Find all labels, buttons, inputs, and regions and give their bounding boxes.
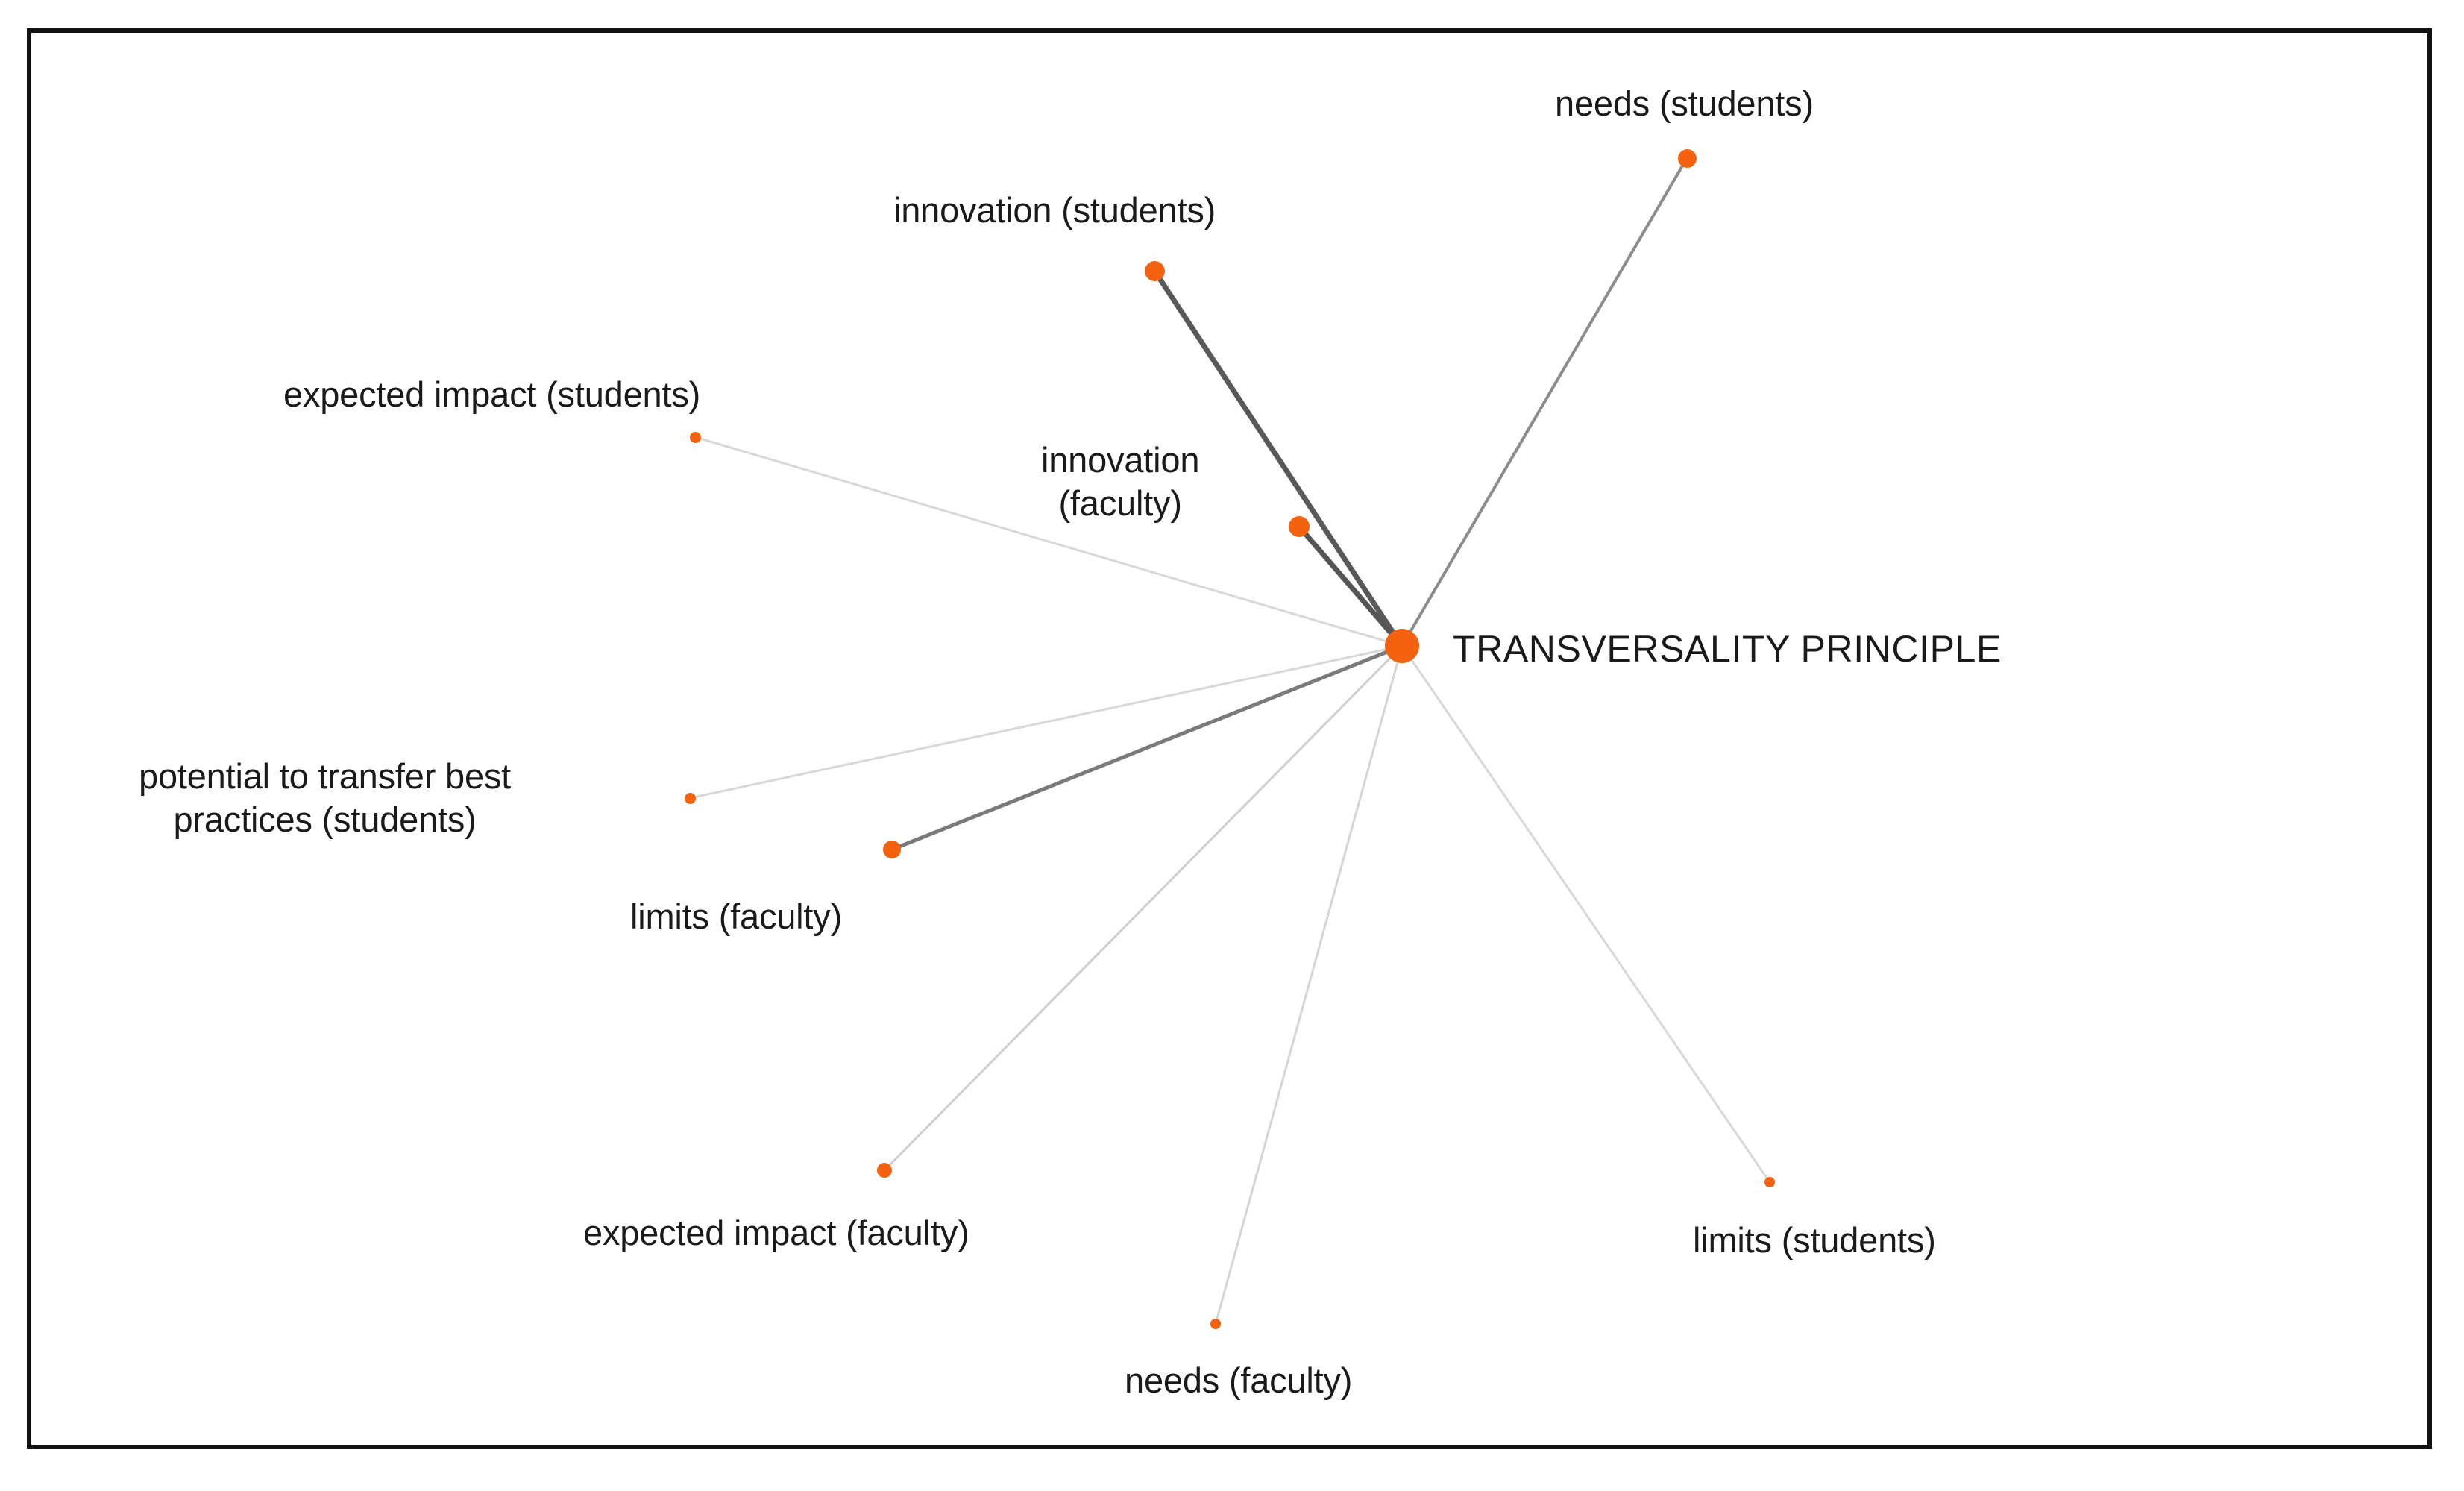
graph-node-expected-impact-faculty[interactable] [877, 1163, 892, 1178]
graph-node-label-potential-transfer-best-practices-students: potential to transfer best practices (st… [139, 756, 512, 839]
graph-node-innovation-faculty[interactable] [1289, 516, 1310, 537]
graph-node-transversality-principle[interactable] [1385, 629, 1419, 663]
graph-node-label-transversality-principle: TRANSVERSALITY PRINCIPLE [1453, 628, 2002, 670]
graph-node-label-limits-faculty: limits (faculty) [630, 897, 843, 936]
graph-node-needs-faculty[interactable] [1210, 1319, 1221, 1329]
graph-node-label-innovation-students: innovation (students) [893, 190, 1216, 230]
graph-node-label-limits-students: limits (students) [1693, 1220, 1936, 1260]
graph-node-needs-students[interactable] [1677, 148, 1697, 168]
graph-node-potential-transfer-best-practices-students[interactable] [684, 792, 696, 804]
graph-node-label-expected-impact-students: expected impact (students) [283, 374, 701, 414]
graph-node-limits-faculty[interactable] [883, 841, 901, 858]
graph-node-label-innovation-faculty: innovation (faculty) [1041, 440, 1200, 523]
graph-node-limits-students[interactable] [1764, 1177, 1775, 1187]
graph-node-expected-impact-students[interactable] [689, 431, 701, 443]
graph-node-label-expected-impact-faculty: expected impact (faculty) [583, 1213, 969, 1252]
graph-node-innovation-students[interactable] [1144, 260, 1165, 281]
graph-node-label-needs-faculty: needs (faculty) [1125, 1360, 1353, 1400]
graph-node-label-needs-students: needs (students) [1555, 84, 1814, 123]
figure-border-frame [27, 28, 2432, 1449]
